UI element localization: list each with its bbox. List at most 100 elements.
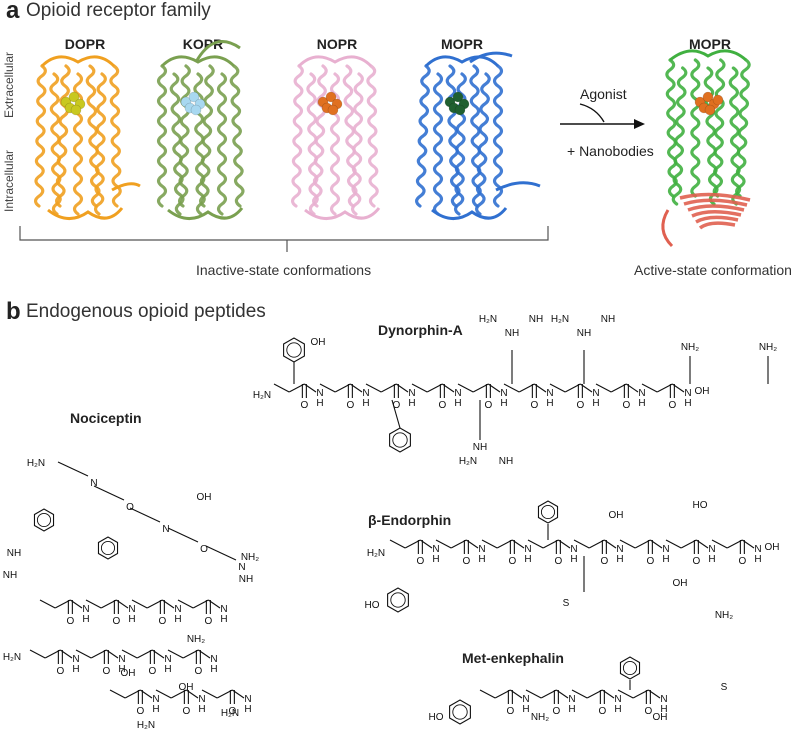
amide-hydrogen: H — [522, 704, 529, 715]
amide-hydrogen: H — [164, 664, 171, 675]
carbonyl-oxygen: O — [600, 556, 608, 567]
nanobodies-label: + Nanobodies — [567, 143, 654, 159]
amide-hydrogen: H — [210, 664, 217, 675]
ligand-mopr-active — [694, 91, 724, 116]
peptide-name-enkephalin: Met-enkephalin — [462, 650, 564, 666]
amide-hydrogen: H — [72, 664, 79, 675]
receptor-mopr-inactive — [415, 51, 541, 220]
amide-nitrogen: N — [82, 604, 89, 615]
amide-nitrogen: N — [660, 694, 667, 705]
nociceptin-guanidine-nh: NH — [7, 548, 21, 559]
carbonyl-oxygen: O — [530, 400, 538, 411]
nociceptin-acid: OH — [179, 682, 194, 693]
carbonyl-oxygen: O — [552, 706, 560, 717]
carbonyl-oxygen: O — [148, 666, 156, 677]
inactive-caption: Inactive-state conformations — [196, 262, 372, 278]
carbonyl-oxygen: O — [576, 400, 584, 411]
endorphin-n-terminus: H₂N — [367, 548, 385, 559]
nociceptin-thr-hydroxyl: OH — [197, 492, 212, 503]
amide-nitrogen: N — [662, 544, 669, 555]
peptide-name-dynorphin: Dynorphin-A — [378, 322, 463, 338]
amide-nitrogen: N — [524, 544, 531, 555]
amide-hydrogen: H — [546, 398, 553, 409]
receptor-label-mopr-active: MOPR — [689, 36, 731, 52]
ligand-dopr — [60, 91, 86, 116]
panel-b-letter: b — [6, 298, 21, 325]
nociceptin-atom: N — [90, 478, 97, 489]
amide-hydrogen: H — [152, 704, 159, 715]
carbonyl-oxygen: O — [102, 666, 110, 677]
carbonyl-oxygen: O — [598, 706, 606, 717]
amide-nitrogen: N — [546, 388, 553, 399]
amide-hydrogen: H — [684, 398, 691, 409]
endorphin-tyr-hydroxyl: HO — [365, 600, 380, 611]
amide-nitrogen: N — [362, 388, 369, 399]
guanidine-nh: NH — [505, 328, 519, 339]
carbonyl-oxygen: O — [506, 706, 514, 717]
amide-nitrogen: N — [570, 544, 577, 555]
endorphin-thr-hydroxyl: OH — [609, 510, 624, 521]
amide-nitrogen: N — [708, 544, 715, 555]
carbonyl-oxygen: O — [622, 400, 630, 411]
carbonyl-oxygen: O — [462, 556, 470, 567]
amide-hydrogen: H — [570, 554, 577, 565]
receptor-mopr-active — [661, 49, 751, 248]
enkephalin-sulfur: S — [721, 682, 728, 693]
carbonyl-oxygen: O — [668, 400, 676, 411]
enkephalin-n-terminus: NH₂ — [531, 712, 549, 723]
amide-hydrogen: H — [660, 704, 667, 715]
nociceptin-gln-amine: H₂N — [221, 708, 239, 719]
lysine-amine: NH₂ — [759, 342, 777, 353]
receptor-dopr — [33, 55, 141, 220]
carbonyl-oxygen: O — [228, 706, 236, 717]
nociceptin-guanidine-imine: NH — [3, 570, 17, 581]
amide-hydrogen: H — [616, 554, 623, 565]
endorphin-glu-hydroxyl: HO — [693, 500, 708, 511]
carbonyl-oxygen: O — [484, 400, 492, 411]
carbonyl-oxygen: O — [554, 556, 562, 567]
inactive-bracket — [19, 226, 549, 252]
amide-nitrogen: N — [152, 694, 159, 705]
amide-hydrogen: H — [316, 398, 323, 409]
amide-hydrogen: H — [754, 554, 761, 565]
nanobody — [661, 192, 751, 248]
amide-hydrogen: H — [568, 704, 575, 715]
nociceptin-atom: N — [162, 524, 169, 535]
carbonyl-oxygen: O — [438, 400, 446, 411]
nociceptin-atom: N — [238, 562, 245, 573]
guanidine-nh-lower: NH — [473, 442, 487, 453]
carbonyl-oxygen: O — [66, 616, 74, 627]
amide-nitrogen: N — [522, 694, 529, 705]
nociceptin-arg-amine: NH₂ — [241, 552, 259, 563]
panel-a-letter: a — [6, 0, 20, 24]
panel-b-title: Endogenous opioid peptides — [26, 301, 266, 322]
amide-nitrogen: N — [432, 544, 439, 555]
guanidine-imine: NH — [529, 314, 543, 325]
amide-nitrogen: N — [408, 388, 415, 399]
amide-hydrogen: H — [614, 704, 621, 715]
nociceptin-arg-imine: NH — [239, 574, 253, 585]
endorphin-sulfur: S — [563, 598, 570, 609]
guanidine-imine-lower: NH — [499, 456, 513, 467]
carbonyl-oxygen: O — [692, 556, 700, 567]
endorphin-lys-amine: NH₂ — [715, 610, 733, 621]
nociceptin-atom: O — [200, 544, 208, 555]
ligand-mopr-inactive — [444, 91, 470, 116]
amide-nitrogen: N — [198, 694, 205, 705]
guanidine-amine-lower: H₂N — [459, 456, 477, 467]
carbonyl-oxygen: O — [346, 400, 354, 411]
amide-hydrogen: H — [362, 398, 369, 409]
amide-nitrogen: N — [568, 694, 575, 705]
carbonyl-oxygen: O — [56, 666, 64, 677]
amide-nitrogen: N — [500, 388, 507, 399]
carbonyl-oxygen: O — [646, 556, 654, 567]
dynorphin-n-terminus: H₂N — [253, 390, 271, 401]
amide-hydrogen: H — [638, 398, 645, 409]
tyr-hydroxyl: OH — [311, 337, 326, 348]
amide-hydrogen: H — [408, 398, 415, 409]
nociceptin-lys-amine: H₂N — [3, 652, 21, 663]
receptor-structures — [33, 40, 751, 248]
active-caption: Active-state conformation — [634, 262, 792, 278]
amide-nitrogen: N — [210, 654, 217, 665]
